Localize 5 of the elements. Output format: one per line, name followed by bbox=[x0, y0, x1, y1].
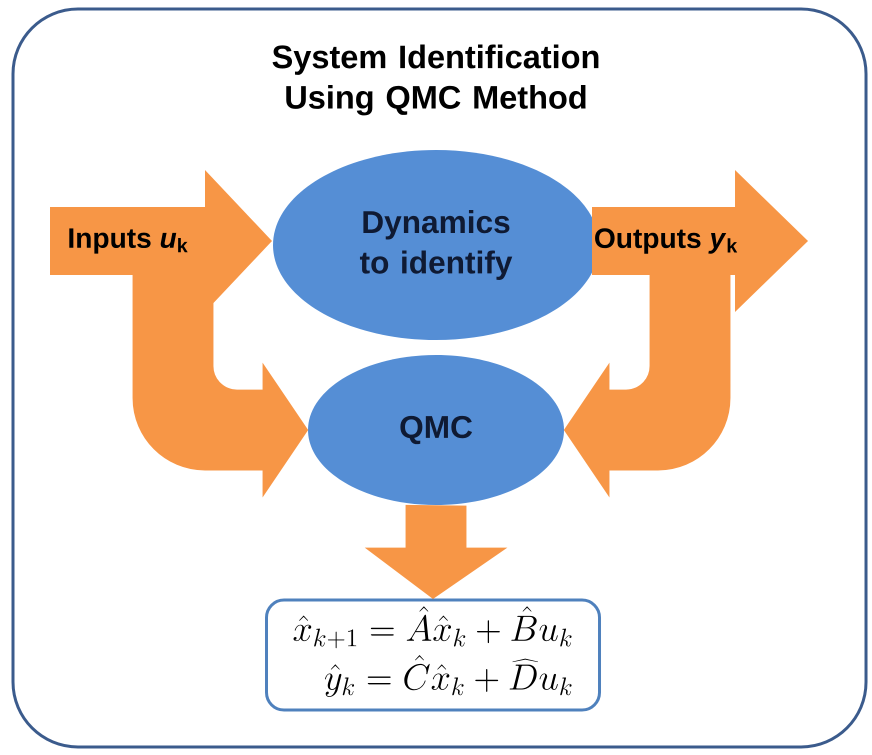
block-arrow-connector bbox=[564, 274, 730, 496]
block-arrow-connector bbox=[364, 504, 508, 600]
block-arrow-connector bbox=[132, 274, 308, 496]
title: System Identification Using QMC Method bbox=[272, 44, 598, 116]
equation-box: $\hat{x}_{k+1} = \hat{A}\hat{x}_k + \hat{B}u_k$ $\hat{y}_k = \hat{C}\hat{x}_k + \widehat{D}u_k$ bbox=[265, 598, 601, 712]
